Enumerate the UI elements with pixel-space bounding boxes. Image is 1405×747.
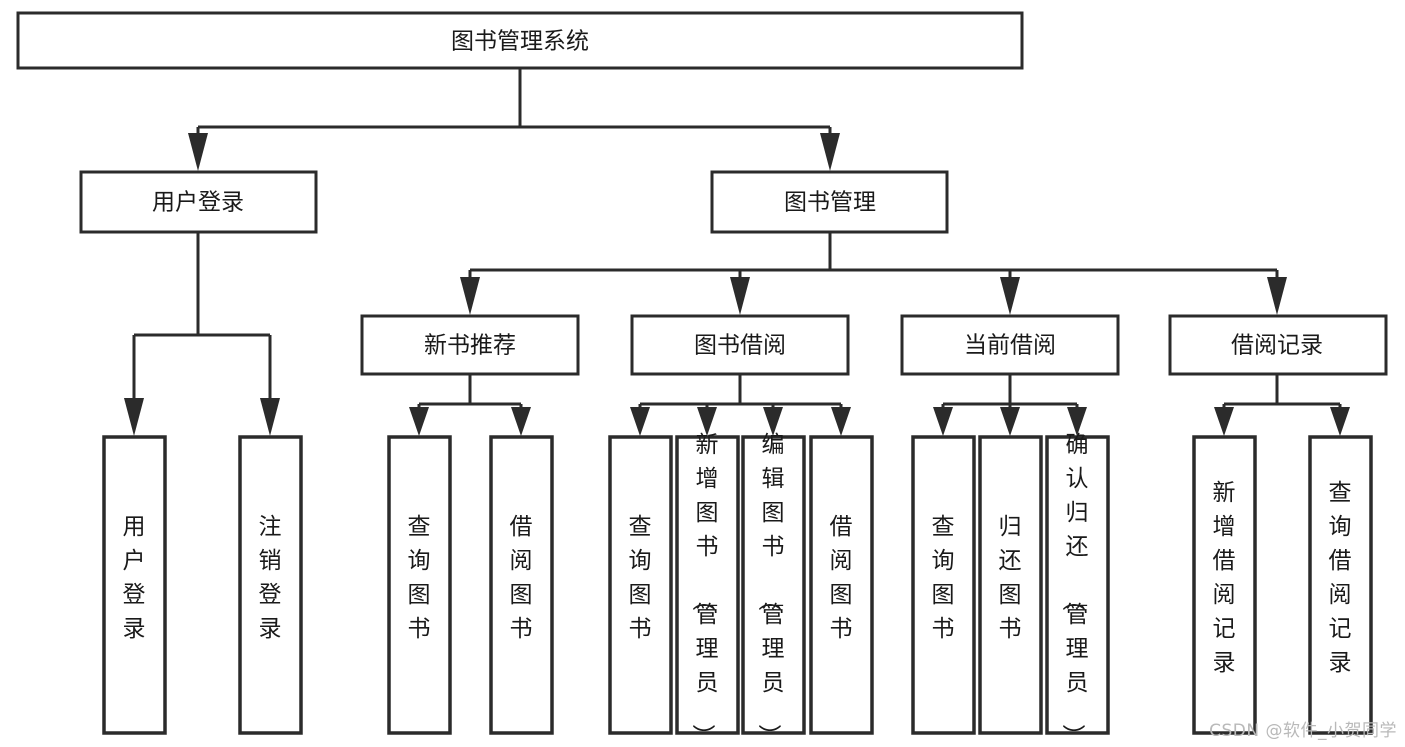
leaf-node-query-book-current[interactable]: 查询图书 bbox=[911, 435, 976, 735]
node-label-vertical: 查询图书 bbox=[408, 514, 431, 642]
node-label-user-login: 用户登录 bbox=[152, 190, 244, 216]
node-label-vertical: 确认归还（管理员） bbox=[1060, 432, 1089, 747]
arrow-head-icon bbox=[630, 407, 650, 436]
node-label-vertical: 借阅图书 bbox=[830, 514, 853, 642]
node-label-vertical: 查询图书 bbox=[932, 514, 955, 642]
arrow-head-icon bbox=[409, 407, 429, 436]
node-box bbox=[1168, 314, 1388, 376]
leaf-node-borrow-book[interactable]: 借阅图书 bbox=[809, 435, 874, 735]
node-label-vertical: 借阅图书 bbox=[510, 514, 533, 642]
arrow-head-icon bbox=[730, 277, 750, 315]
node-box bbox=[978, 435, 1043, 735]
arrow-head-icon bbox=[933, 407, 953, 436]
node-label-new-book-recommend: 新书推荐 bbox=[424, 333, 516, 359]
node-box bbox=[911, 435, 976, 735]
arrow-head-icon bbox=[1000, 407, 1020, 436]
arrow-head-icon bbox=[831, 407, 851, 436]
leaf-node-confirm-return-admin[interactable]: 确认归还（管理员） bbox=[1045, 432, 1110, 747]
node-borrow-record[interactable]: 借阅记录 bbox=[1168, 314, 1388, 376]
node-box bbox=[1045, 435, 1110, 735]
node-root-system[interactable]: 图书管理系统 bbox=[16, 11, 1024, 70]
arrow-head-icon bbox=[1267, 277, 1287, 315]
leaf-node-query-book-newbook[interactable]: 查询图书 bbox=[387, 435, 452, 735]
node-label-vertical: 新增借阅记录 bbox=[1213, 480, 1236, 676]
node-box bbox=[360, 314, 580, 376]
node-current-borrow[interactable]: 当前借阅 bbox=[900, 314, 1120, 376]
node-label-vertical: 归还图书 bbox=[999, 514, 1022, 642]
node-label-vertical: 注销登录 bbox=[259, 514, 282, 642]
node-box bbox=[710, 170, 949, 234]
node-label-borrow-record: 借阅记录 bbox=[1231, 333, 1323, 359]
arrow-head-icon bbox=[188, 133, 208, 171]
node-label-vertical: 编辑图书（管理员） bbox=[756, 432, 785, 747]
node-label-vertical: 新增图书（管理员） bbox=[690, 432, 719, 747]
node-box bbox=[238, 435, 303, 735]
connector-userlogin-to-leaves bbox=[124, 232, 280, 436]
connector-bookmgmt-to-level3 bbox=[460, 232, 1287, 315]
leaf-node-query-borrow-record[interactable]: 查询借阅记录 bbox=[1308, 435, 1373, 735]
arrow-head-icon bbox=[763, 407, 783, 436]
node-box bbox=[1192, 435, 1257, 735]
node-label-vertical: 查询借阅记录 bbox=[1329, 480, 1352, 676]
connector-newbook-to-leaves bbox=[409, 374, 531, 436]
node-label-book-management: 图书管理 bbox=[784, 190, 876, 216]
node-box bbox=[809, 435, 874, 735]
arrow-head-icon bbox=[1067, 407, 1087, 436]
node-box bbox=[387, 435, 452, 735]
arrow-head-icon bbox=[697, 407, 717, 436]
arrow-head-icon bbox=[1000, 277, 1020, 315]
node-box bbox=[16, 11, 1024, 70]
connector-currentborrow-to-leaves bbox=[933, 374, 1087, 436]
connector-borrowrecord-to-leaves bbox=[1214, 374, 1350, 436]
leaf-node-edit-book-admin[interactable]: 编辑图书（管理员） bbox=[741, 432, 806, 747]
node-new-book-recommend[interactable]: 新书推荐 bbox=[360, 314, 580, 376]
connector-root-to-level2 bbox=[188, 68, 840, 171]
arrow-head-icon bbox=[1214, 407, 1234, 436]
node-box bbox=[630, 314, 850, 376]
node-box bbox=[102, 435, 167, 735]
node-label-vertical: 用户登录 bbox=[123, 514, 146, 642]
node-book-borrow[interactable]: 图书借阅 bbox=[630, 314, 850, 376]
leaf-node-add-book-admin[interactable]: 新增图书（管理员） bbox=[675, 432, 740, 747]
node-box bbox=[608, 435, 673, 735]
node-box bbox=[675, 435, 740, 735]
arrow-head-icon bbox=[511, 407, 531, 436]
node-user-login[interactable]: 用户登录 bbox=[79, 170, 318, 234]
leaf-node-logout[interactable]: 注销登录 bbox=[238, 435, 303, 735]
arrow-head-icon bbox=[124, 398, 144, 436]
node-box bbox=[489, 435, 554, 735]
node-box bbox=[741, 435, 806, 735]
leaf-node-add-borrow-record[interactable]: 新增借阅记录 bbox=[1192, 435, 1257, 735]
node-box bbox=[1308, 435, 1373, 735]
arrow-head-icon bbox=[460, 277, 480, 315]
node-label-book-borrow: 图书借阅 bbox=[694, 333, 786, 359]
leaf-node-user-login-action[interactable]: 用户登录 bbox=[102, 435, 167, 735]
node-book-management[interactable]: 图书管理 bbox=[710, 170, 949, 234]
leaf-node-borrow-book-newbook[interactable]: 借阅图书 bbox=[489, 435, 554, 735]
node-box bbox=[900, 314, 1120, 376]
node-box bbox=[79, 170, 318, 234]
leaf-node-return-book[interactable]: 归还图书 bbox=[978, 435, 1043, 735]
arrow-head-icon bbox=[1330, 407, 1350, 436]
arrow-head-icon bbox=[820, 133, 840, 171]
leaf-node-query-book-borrow[interactable]: 查询图书 bbox=[608, 435, 673, 735]
node-label-current-borrow: 当前借阅 bbox=[964, 333, 1056, 359]
connector-bookborrow-to-leaves bbox=[630, 374, 851, 436]
arrow-head-icon bbox=[260, 398, 280, 436]
node-label-root: 图书管理系统 bbox=[451, 29, 589, 55]
node-label-vertical: 查询图书 bbox=[629, 514, 652, 642]
